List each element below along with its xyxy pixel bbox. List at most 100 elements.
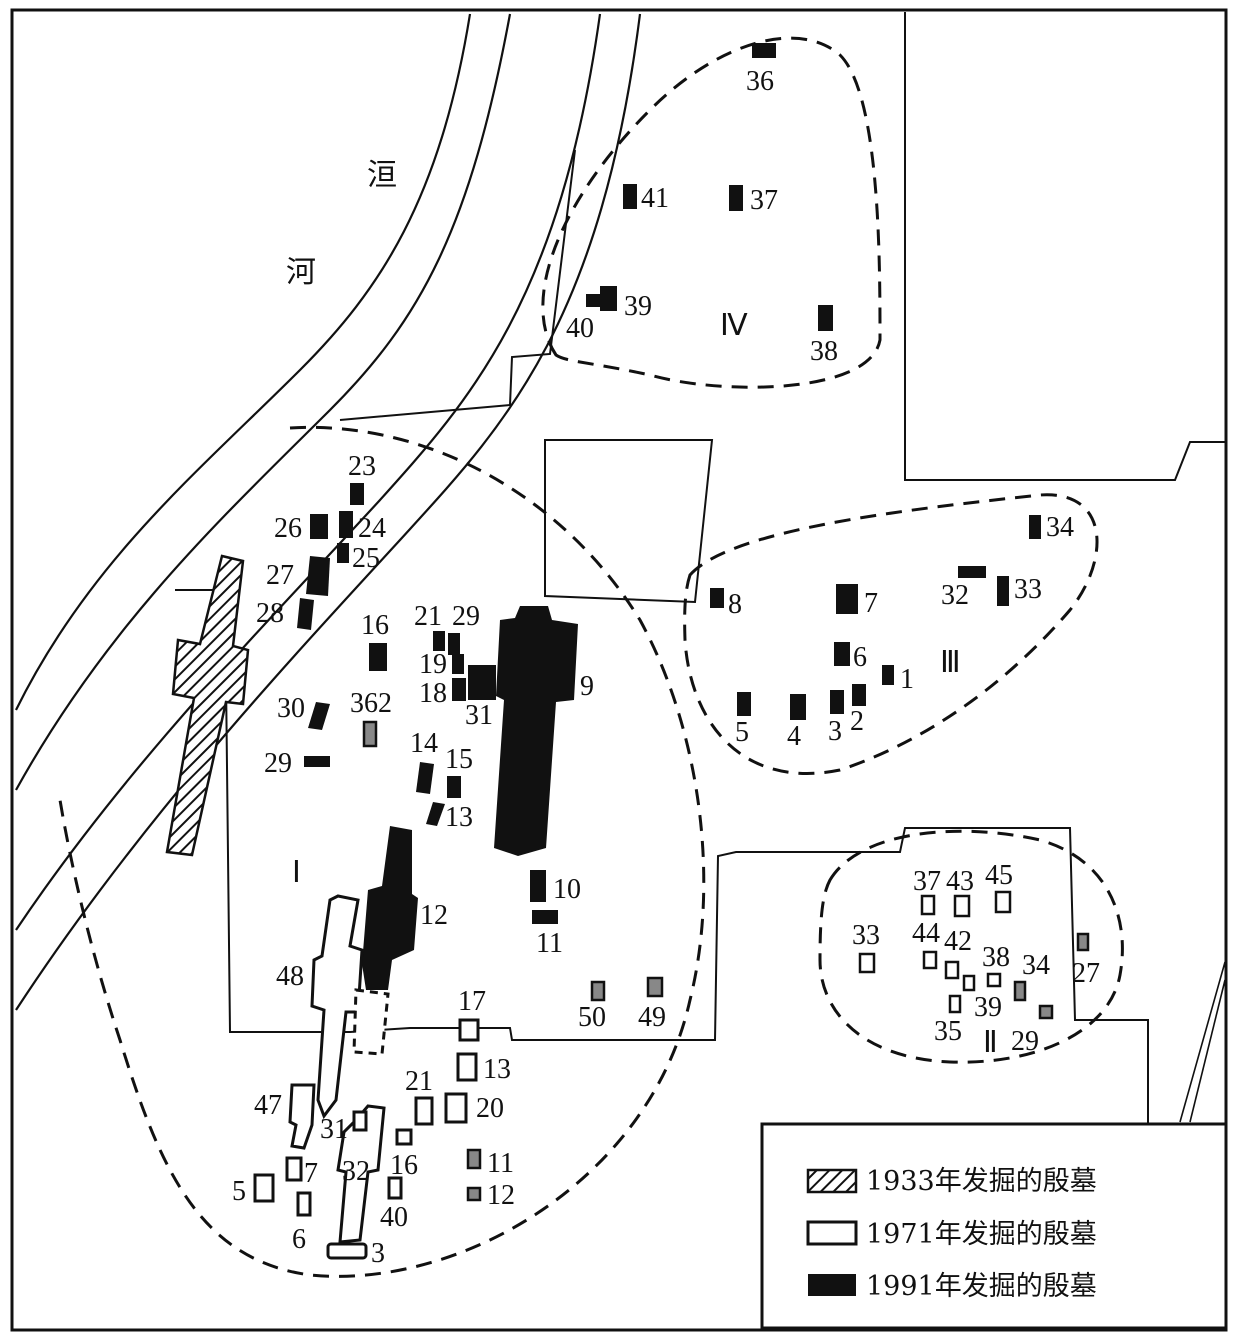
tomb-label: 39 [974, 992, 1002, 1023]
tomb-i-28 [297, 598, 314, 630]
tomb-i-6 [296, 1191, 312, 1217]
tomb-i-17 [458, 1018, 480, 1042]
tomb-label: 32 [342, 1156, 370, 1187]
zone-ii-tomb-labels: 37 43 45 33 44 42 38 34 27 39 35 29 [852, 860, 1100, 1057]
zone-i-outline [58, 425, 706, 1278]
tomb-label: 29 [264, 748, 292, 779]
tomb-label: 48 [276, 961, 304, 992]
tomb-iii-5 [737, 692, 751, 716]
tomb-i-15 [447, 776, 461, 798]
tomb-ii-34 [1013, 980, 1027, 1002]
tomb-label: 14 [410, 728, 438, 759]
zone-i-outline-tombs [253, 894, 480, 1260]
zone-i-tomb-labels: 23 26 24 25 27 28 16 21 29 19 18 31 9 30… [232, 451, 666, 1269]
tomb-label: 13 [445, 802, 473, 833]
tomb-i-9 [494, 606, 578, 856]
tomb-label: 19 [419, 649, 447, 680]
tomb-iv-38 [818, 305, 833, 331]
tomb-label: 3 [828, 716, 842, 747]
tomb-label: 25 [352, 543, 380, 574]
tomb-i-24 [339, 511, 353, 538]
river-banks [15, 13, 642, 1011]
tomb-label: 5 [735, 717, 749, 748]
river-char-1: 洹 [367, 158, 397, 193]
tomb-ii-42 [944, 960, 960, 980]
tomb-iv-36 [752, 43, 776, 58]
site-boundary-lines [175, 12, 1226, 1126]
tomb-iii-33 [997, 576, 1009, 606]
tomb-i-31b [352, 1110, 368, 1132]
zone-i-gray-small [466, 1148, 482, 1202]
tomb-label: 35 [934, 1016, 962, 1047]
tomb-i-47 [288, 1083, 316, 1150]
tomb-i-7 [285, 1156, 303, 1182]
legend: 1933年发掘的殷墓 1971年发掘的殷墓 1991年发掘的殷墓 [760, 1122, 1228, 1330]
tomb-ii-35 [948, 994, 962, 1014]
tomb-i-25 [337, 543, 349, 563]
zone-iii-outline [683, 493, 1099, 775]
zone-ii-gray-tombs [1013, 932, 1090, 1020]
tomb-label: 38 [982, 942, 1010, 973]
tomb-label: 21 [414, 601, 442, 632]
tomb-ii-29 [1038, 1004, 1054, 1020]
tomb-iii-3 [830, 690, 844, 714]
tomb-ii-27 [1076, 932, 1090, 952]
tomb-i-20 [444, 1092, 468, 1124]
legend-label-1933: 1933年发掘的殷墓 [866, 1166, 1097, 1197]
tomb-iii-2 [852, 684, 866, 706]
tomb-i-11 [532, 910, 558, 924]
tomb-label: 33 [1014, 574, 1042, 605]
tomb-label: 45 [985, 860, 1013, 891]
tomb-ii-37 [920, 894, 936, 916]
zone-ii-outline [818, 829, 1124, 1064]
tomb-i-40 [387, 1176, 403, 1200]
tomb-i-21 [433, 631, 445, 651]
zone-i-label: Ⅰ [292, 856, 301, 889]
tomb-ii-38 [986, 972, 1002, 988]
legend-label-1991: 1991年发掘的殷墓 [866, 1271, 1097, 1302]
legend-label-1971: 1971年发掘的殷墓 [866, 1219, 1097, 1250]
zone-i-gray-tombs [362, 720, 664, 1002]
tomb-label: 21 [405, 1066, 433, 1097]
tomb-iii-4 [790, 694, 806, 720]
tomb-label: 42 [944, 926, 972, 957]
tomb-label: 31 [320, 1114, 348, 1145]
tomb-label: 18 [419, 678, 447, 709]
zone-iv-tombs [586, 43, 833, 331]
tomb-label: 13 [483, 1054, 511, 1085]
tomb-label: 5 [232, 1176, 246, 1207]
zone-iii-label: Ⅲ [940, 646, 961, 679]
tomb-label: 27 [266, 560, 294, 591]
tomb-i-10 [530, 870, 546, 902]
tomb-iv-41 [623, 184, 637, 209]
tomb-label: 37 [913, 866, 941, 897]
tomb-label: 40 [566, 313, 594, 344]
tomb-label: 7 [864, 588, 878, 619]
tomb-i-29a [448, 633, 460, 655]
tomb-label: 24 [358, 513, 386, 544]
tomb-label: 40 [380, 1202, 408, 1233]
tomb-iii-7 [836, 584, 858, 614]
zone-ii-label: Ⅱ [983, 1026, 998, 1059]
tomb-label: 16 [390, 1150, 418, 1181]
tomb-label: 10 [553, 874, 581, 905]
tomb-label: 31 [465, 700, 493, 731]
tomb-label: 12 [487, 1180, 515, 1211]
zone-outlines [58, 36, 1124, 1278]
tomb-label: 50 [578, 1002, 606, 1033]
tomb-label: 30 [277, 693, 305, 724]
tomb-label: 1 [900, 664, 914, 695]
tomb-iv-39 [600, 286, 617, 311]
tomb-i-30 [308, 702, 330, 730]
tomb-label: 43 [946, 866, 974, 897]
tomb-label: 6 [292, 1224, 306, 1255]
tomb-label: 32 [941, 580, 969, 611]
tomb-i-12b [466, 1186, 482, 1202]
zone-iii-tomb-labels: 34 8 7 32 33 6 1 5 4 3 2 [728, 512, 1074, 752]
tomb-i-16b [395, 1128, 413, 1146]
tomb-i-13b [456, 1052, 478, 1082]
tomb-label: 27 [1072, 958, 1100, 989]
tomb-i-49 [646, 976, 664, 998]
tomb-label: 36 [746, 66, 774, 97]
tomb-i-32 [336, 1104, 386, 1244]
